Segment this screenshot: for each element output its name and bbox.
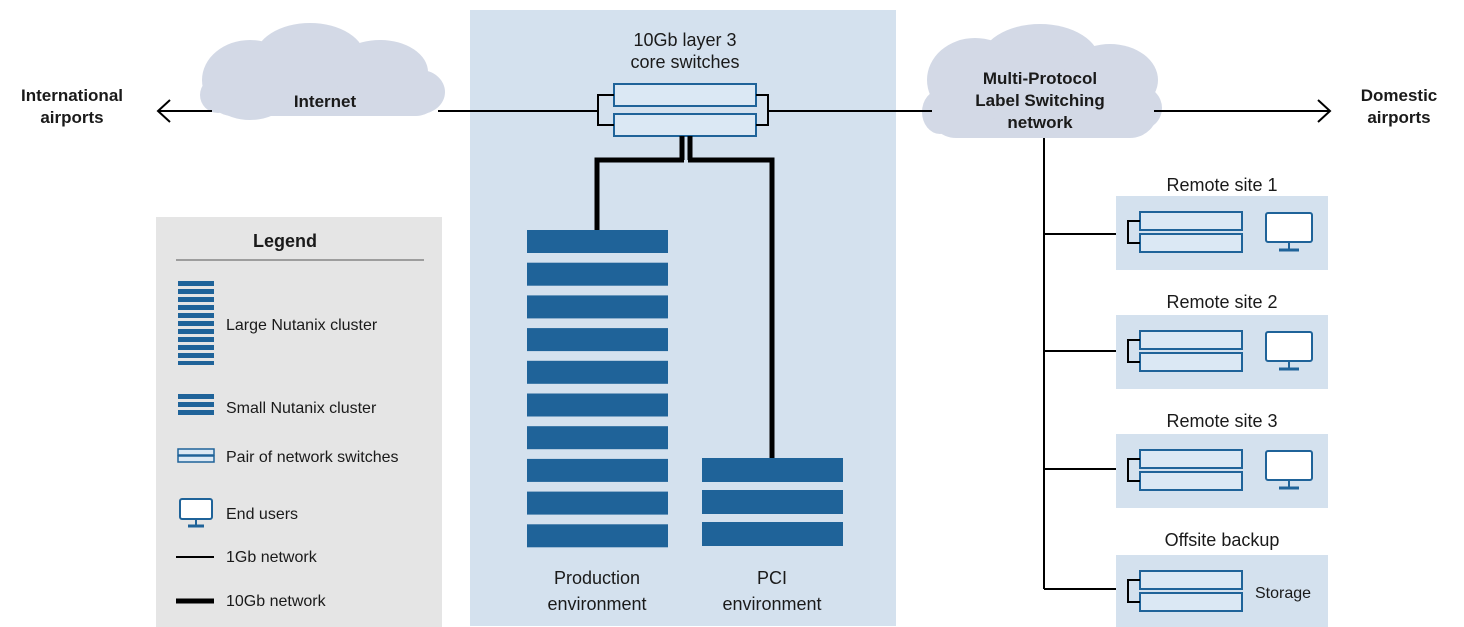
production-cluster-unit	[527, 360, 668, 384]
production-cluster-unit	[527, 393, 668, 417]
international-label-line2: airports	[40, 108, 103, 127]
pci-label-line2: environment	[722, 594, 821, 614]
mpls-cloud	[922, 24, 1162, 138]
switch-pair-icon	[177, 448, 215, 463]
core-to-clusters-10gb	[594, 136, 775, 458]
domestic-link	[1154, 99, 1332, 123]
production-cluster-unit	[527, 491, 668, 515]
mpls-remote-trunk	[1043, 138, 1128, 590]
remote-site-label: Remote site 1	[1166, 175, 1277, 195]
domestic-label-line1: Domestic	[1361, 86, 1438, 105]
monitor-icon	[1265, 331, 1313, 371]
international-link	[156, 99, 212, 123]
switch-pair-icon	[1127, 211, 1243, 253]
domestic-label-line2: airports	[1367, 108, 1430, 127]
production-cluster-unit	[527, 230, 668, 253]
legend-title: Legend	[253, 231, 317, 251]
remote-site: Remote site 2	[1116, 292, 1328, 389]
switch-pair-icon	[1127, 570, 1243, 612]
pci-label-line1: PCI	[757, 568, 787, 588]
internet-label: Internet	[294, 92, 357, 111]
legend-end-users-label: End users	[226, 506, 298, 523]
storage-label: Storage	[1255, 585, 1311, 602]
legend-large-cluster-label: Large Nutanix cluster	[226, 317, 378, 334]
production-cluster-unit	[527, 426, 668, 450]
international-label-line1: International	[21, 86, 123, 105]
production-cluster-unit	[527, 295, 668, 319]
remote-site-label: Offsite backup	[1165, 530, 1280, 550]
remote-site-panel	[1116, 555, 1328, 627]
production-cluster-unit	[527, 328, 668, 352]
production-label-line1: Production	[554, 568, 640, 588]
legend-1gb-label: 1Gb network	[226, 549, 318, 566]
core-switch-pair	[597, 83, 769, 137]
monitor-icon	[1265, 212, 1313, 252]
internet-cloud	[200, 23, 445, 120]
mpls-label-line2: Label Switching	[975, 91, 1104, 110]
production-cluster-unit	[527, 524, 668, 548]
mpls-label-line1: Multi-Protocol	[983, 69, 1097, 88]
legend-small-cluster-label: Small Nutanix cluster	[226, 400, 377, 417]
production-cluster-unit	[527, 458, 668, 482]
legend-switch-pair-label: Pair of network switches	[226, 449, 399, 466]
mpls-label-line3: network	[1007, 113, 1073, 132]
remote-site-label: Remote site 2	[1166, 292, 1277, 312]
switch-pair-icon	[1127, 449, 1243, 491]
core-title-line2: core switches	[630, 52, 739, 72]
production-label-line2: environment	[547, 594, 646, 614]
production-cluster-unit	[527, 262, 668, 286]
remote-site: Remote site 3	[1116, 411, 1328, 508]
production-cluster	[527, 230, 668, 548]
pci-cluster-unit	[702, 458, 843, 482]
monitor-icon	[179, 498, 213, 528]
switch-pair-icon	[1127, 330, 1243, 372]
large-cluster-icon	[178, 281, 214, 365]
monitor-icon	[1265, 450, 1313, 490]
pci-cluster-unit	[702, 522, 843, 546]
remote-site-label: Remote site 3	[1166, 411, 1277, 431]
pci-cluster-unit	[702, 490, 843, 514]
core-title-line1: 10Gb layer 3	[633, 30, 736, 50]
remote-site: Remote site 1	[1116, 175, 1328, 270]
small-cluster-icon	[178, 394, 214, 415]
legend-10gb-label: 10Gb network	[226, 593, 327, 610]
remote-sites: Remote site 1 Remote site 2 Remote site 3 O…	[1116, 175, 1328, 627]
pci-cluster	[702, 458, 843, 546]
